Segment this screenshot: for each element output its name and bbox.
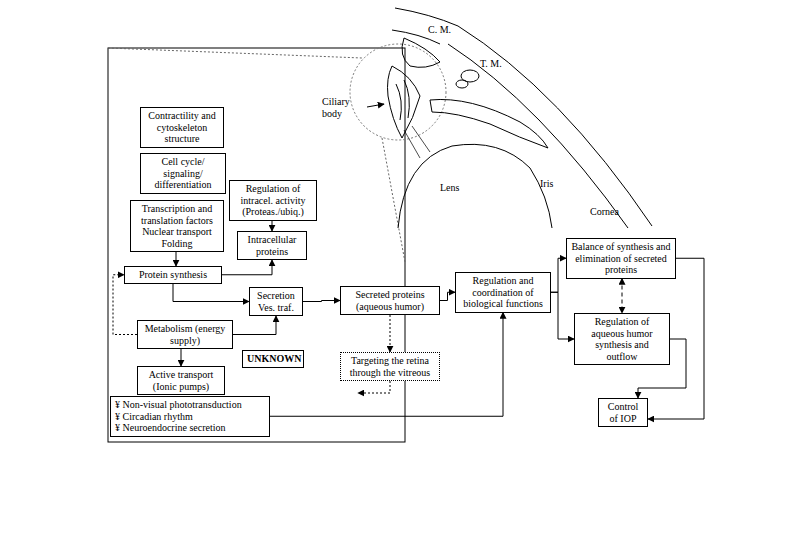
node-text: Balance of synthesis and elimination of … — [571, 241, 671, 276]
cornea-outer — [458, 26, 652, 226]
node-text: Secretion Ves. traf. — [254, 290, 298, 313]
node-text: Intracellular proteins — [242, 234, 302, 257]
process-box: Contractility and cytoskeleton structure — [140, 107, 224, 148]
process-box: Cell cycle/ signaling/ differentiation — [140, 153, 226, 194]
connector-arrow — [113, 275, 137, 335]
connector-arrow — [272, 221, 273, 232]
connector-arrow — [390, 315, 391, 352]
process-box: Active transport (Ionic pumps) — [137, 366, 225, 395]
node-text: Active transport (Ionic pumps) — [142, 369, 220, 392]
connector-arrow — [622, 279, 623, 314]
connector-arrow — [270, 313, 503, 417]
node-text: ¥ Circadian rhythm — [115, 411, 265, 423]
outcome-box: Control of IOP — [598, 398, 648, 427]
container-box — [108, 48, 405, 442]
node-text: Regulation of aqueous humor synthesis an… — [579, 316, 665, 362]
node-text: Contractility and cytoskeleton structure — [145, 110, 219, 145]
node-text: ¥ Non-visual phototransduction — [115, 399, 265, 411]
process-box: Balance of synthesis and elimination of … — [566, 238, 676, 279]
leader-line — [367, 104, 384, 107]
connector-arrow — [181, 349, 182, 366]
node-text: Transcription and translation factors Nu… — [135, 203, 219, 249]
process-box: Secretion Ves. traf. — [249, 287, 303, 316]
process-box: Regulation and coordination of biologica… — [455, 272, 551, 313]
node-text: ¥ Neuroendocrine secretion — [115, 422, 265, 434]
zonule — [404, 126, 430, 158]
connector-arrow — [551, 258, 566, 292]
node-text: Regulation and coordination of biologica… — [460, 275, 546, 310]
function-list-box: ¥ Non-visual phototransduction¥ Circadia… — [110, 396, 270, 437]
connector-arrow — [176, 252, 177, 266]
node-text: Regulation of intracel. activity (Protea… — [234, 183, 312, 218]
part-label: Ciliary body — [322, 96, 366, 119]
ciliary-processes — [396, 80, 409, 120]
connector-arrow — [551, 292, 574, 339]
zoom-circle — [350, 44, 446, 140]
connector-arrow — [440, 292, 455, 300]
trabecular-meshwork — [456, 80, 468, 88]
zoom-line — [382, 138, 405, 262]
process-box: Protein synthesis — [124, 266, 222, 284]
ciliary-muscle — [402, 38, 440, 67]
part-label: C. M. — [428, 24, 468, 36]
connector-arrow — [173, 284, 249, 302]
process-box: Metabolism (energy supply) — [137, 320, 233, 349]
process-box: Regulation of aqueous humor synthesis an… — [574, 313, 670, 365]
node-text: Targeting the retina through the vitreou… — [345, 355, 435, 378]
connector-arrow — [303, 301, 340, 302]
sclera — [395, 8, 458, 26]
node-text: Metabolism (energy supply) — [142, 323, 228, 346]
node-text: Secreted proteins (aqueous humor) — [345, 289, 435, 312]
node-text: UNKNOWN — [247, 353, 299, 365]
part-label: Cornea — [590, 206, 635, 218]
zoom-line — [108, 48, 362, 58]
process-box: Intracellular proteins — [237, 231, 307, 260]
process-box: Targeting the retina through the vitreou… — [340, 352, 440, 381]
iris — [430, 99, 548, 148]
leader-line — [358, 381, 390, 393]
process-box: Regulation of intracel. activity (Protea… — [229, 180, 317, 221]
part-label: Lens — [440, 182, 480, 194]
part-label: Iris — [540, 178, 570, 190]
connector-arrow — [222, 260, 272, 275]
part-label: T. M. — [480, 58, 520, 70]
connector-arrow — [233, 316, 276, 335]
node-text: Protein synthesis — [129, 269, 217, 281]
ciliary-body — [388, 66, 421, 138]
process-box: Secreted proteins (aqueous humor) — [340, 286, 440, 315]
unknown-box: UNKNOWN — [242, 350, 304, 368]
node-text: Control of IOP — [603, 401, 643, 424]
node-text: Cell cycle/ signaling/ differentiation — [145, 156, 221, 191]
lens — [398, 144, 552, 228]
process-box: Transcription and translation factors Nu… — [130, 200, 224, 252]
